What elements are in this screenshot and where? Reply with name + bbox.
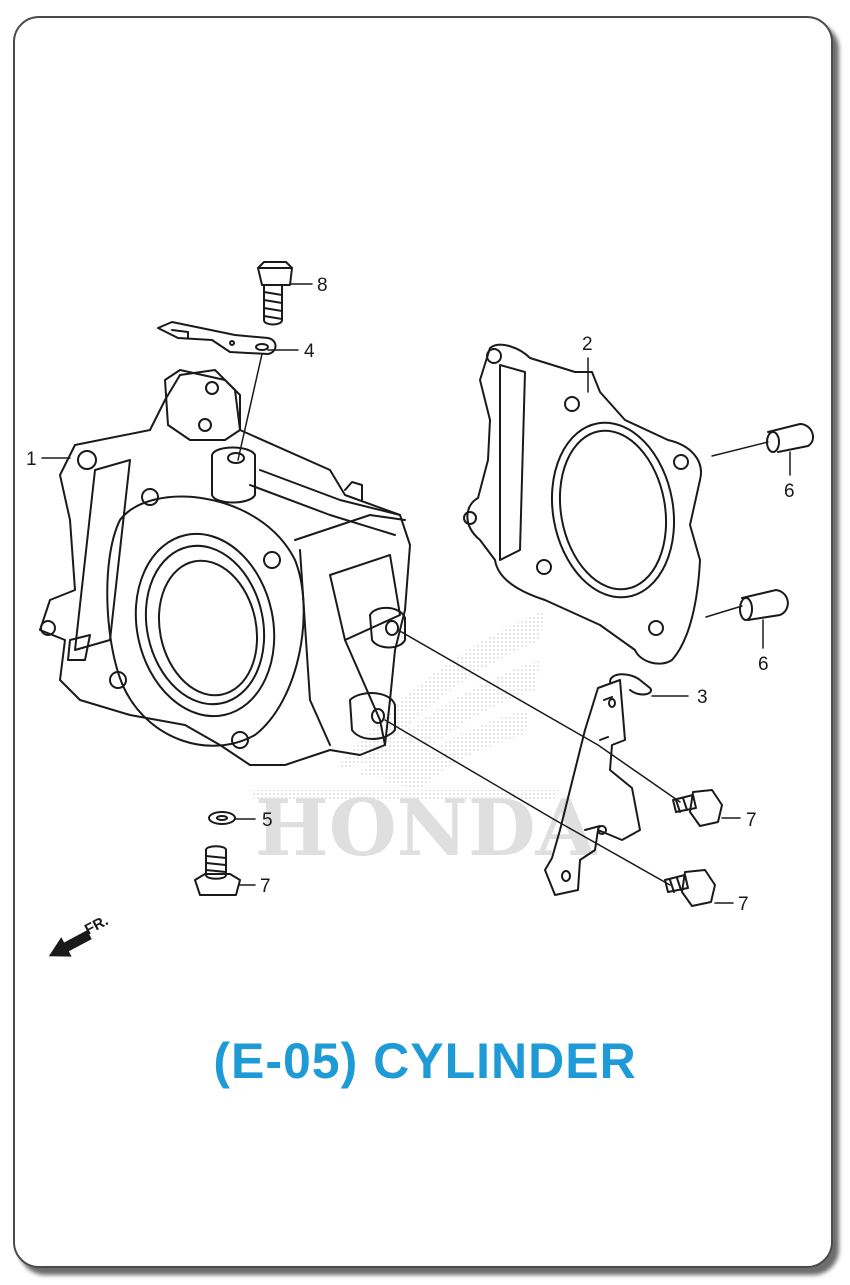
- callout-6a: 6: [784, 481, 795, 502]
- bolt-8: [257, 261, 293, 326]
- guide-plate-4: [157, 321, 277, 355]
- cylinder-gasket-2: [463, 343, 702, 665]
- bolt-7a: [194, 845, 241, 896]
- dowel-pin-6b: [739, 589, 789, 621]
- callout-7b: 7: [746, 810, 757, 831]
- callout-2: 2: [582, 334, 593, 355]
- bolt-7c: [664, 869, 716, 907]
- callout-8: 8: [317, 275, 328, 296]
- washer-5: [208, 811, 236, 825]
- page-title: (E-05) CYLINDER: [213, 1033, 637, 1089]
- bolt-7b: [672, 789, 723, 827]
- callout-7a: 7: [260, 876, 271, 897]
- bracket-3: [544, 673, 652, 896]
- callout-1: 1: [26, 449, 37, 470]
- callout-4: 4: [304, 341, 315, 362]
- dowel-pin-6a: [766, 423, 815, 453]
- callout-6b: 6: [758, 654, 769, 675]
- honda-watermark-text: HONDA: [255, 783, 598, 874]
- leader-lines: [41, 283, 791, 904]
- callout-3: 3: [697, 687, 708, 708]
- callout-7c: 7: [738, 894, 749, 915]
- callout-5: 5: [262, 810, 273, 831]
- front-arrow-icon: [48, 930, 92, 957]
- cylinder-block: [39, 369, 411, 766]
